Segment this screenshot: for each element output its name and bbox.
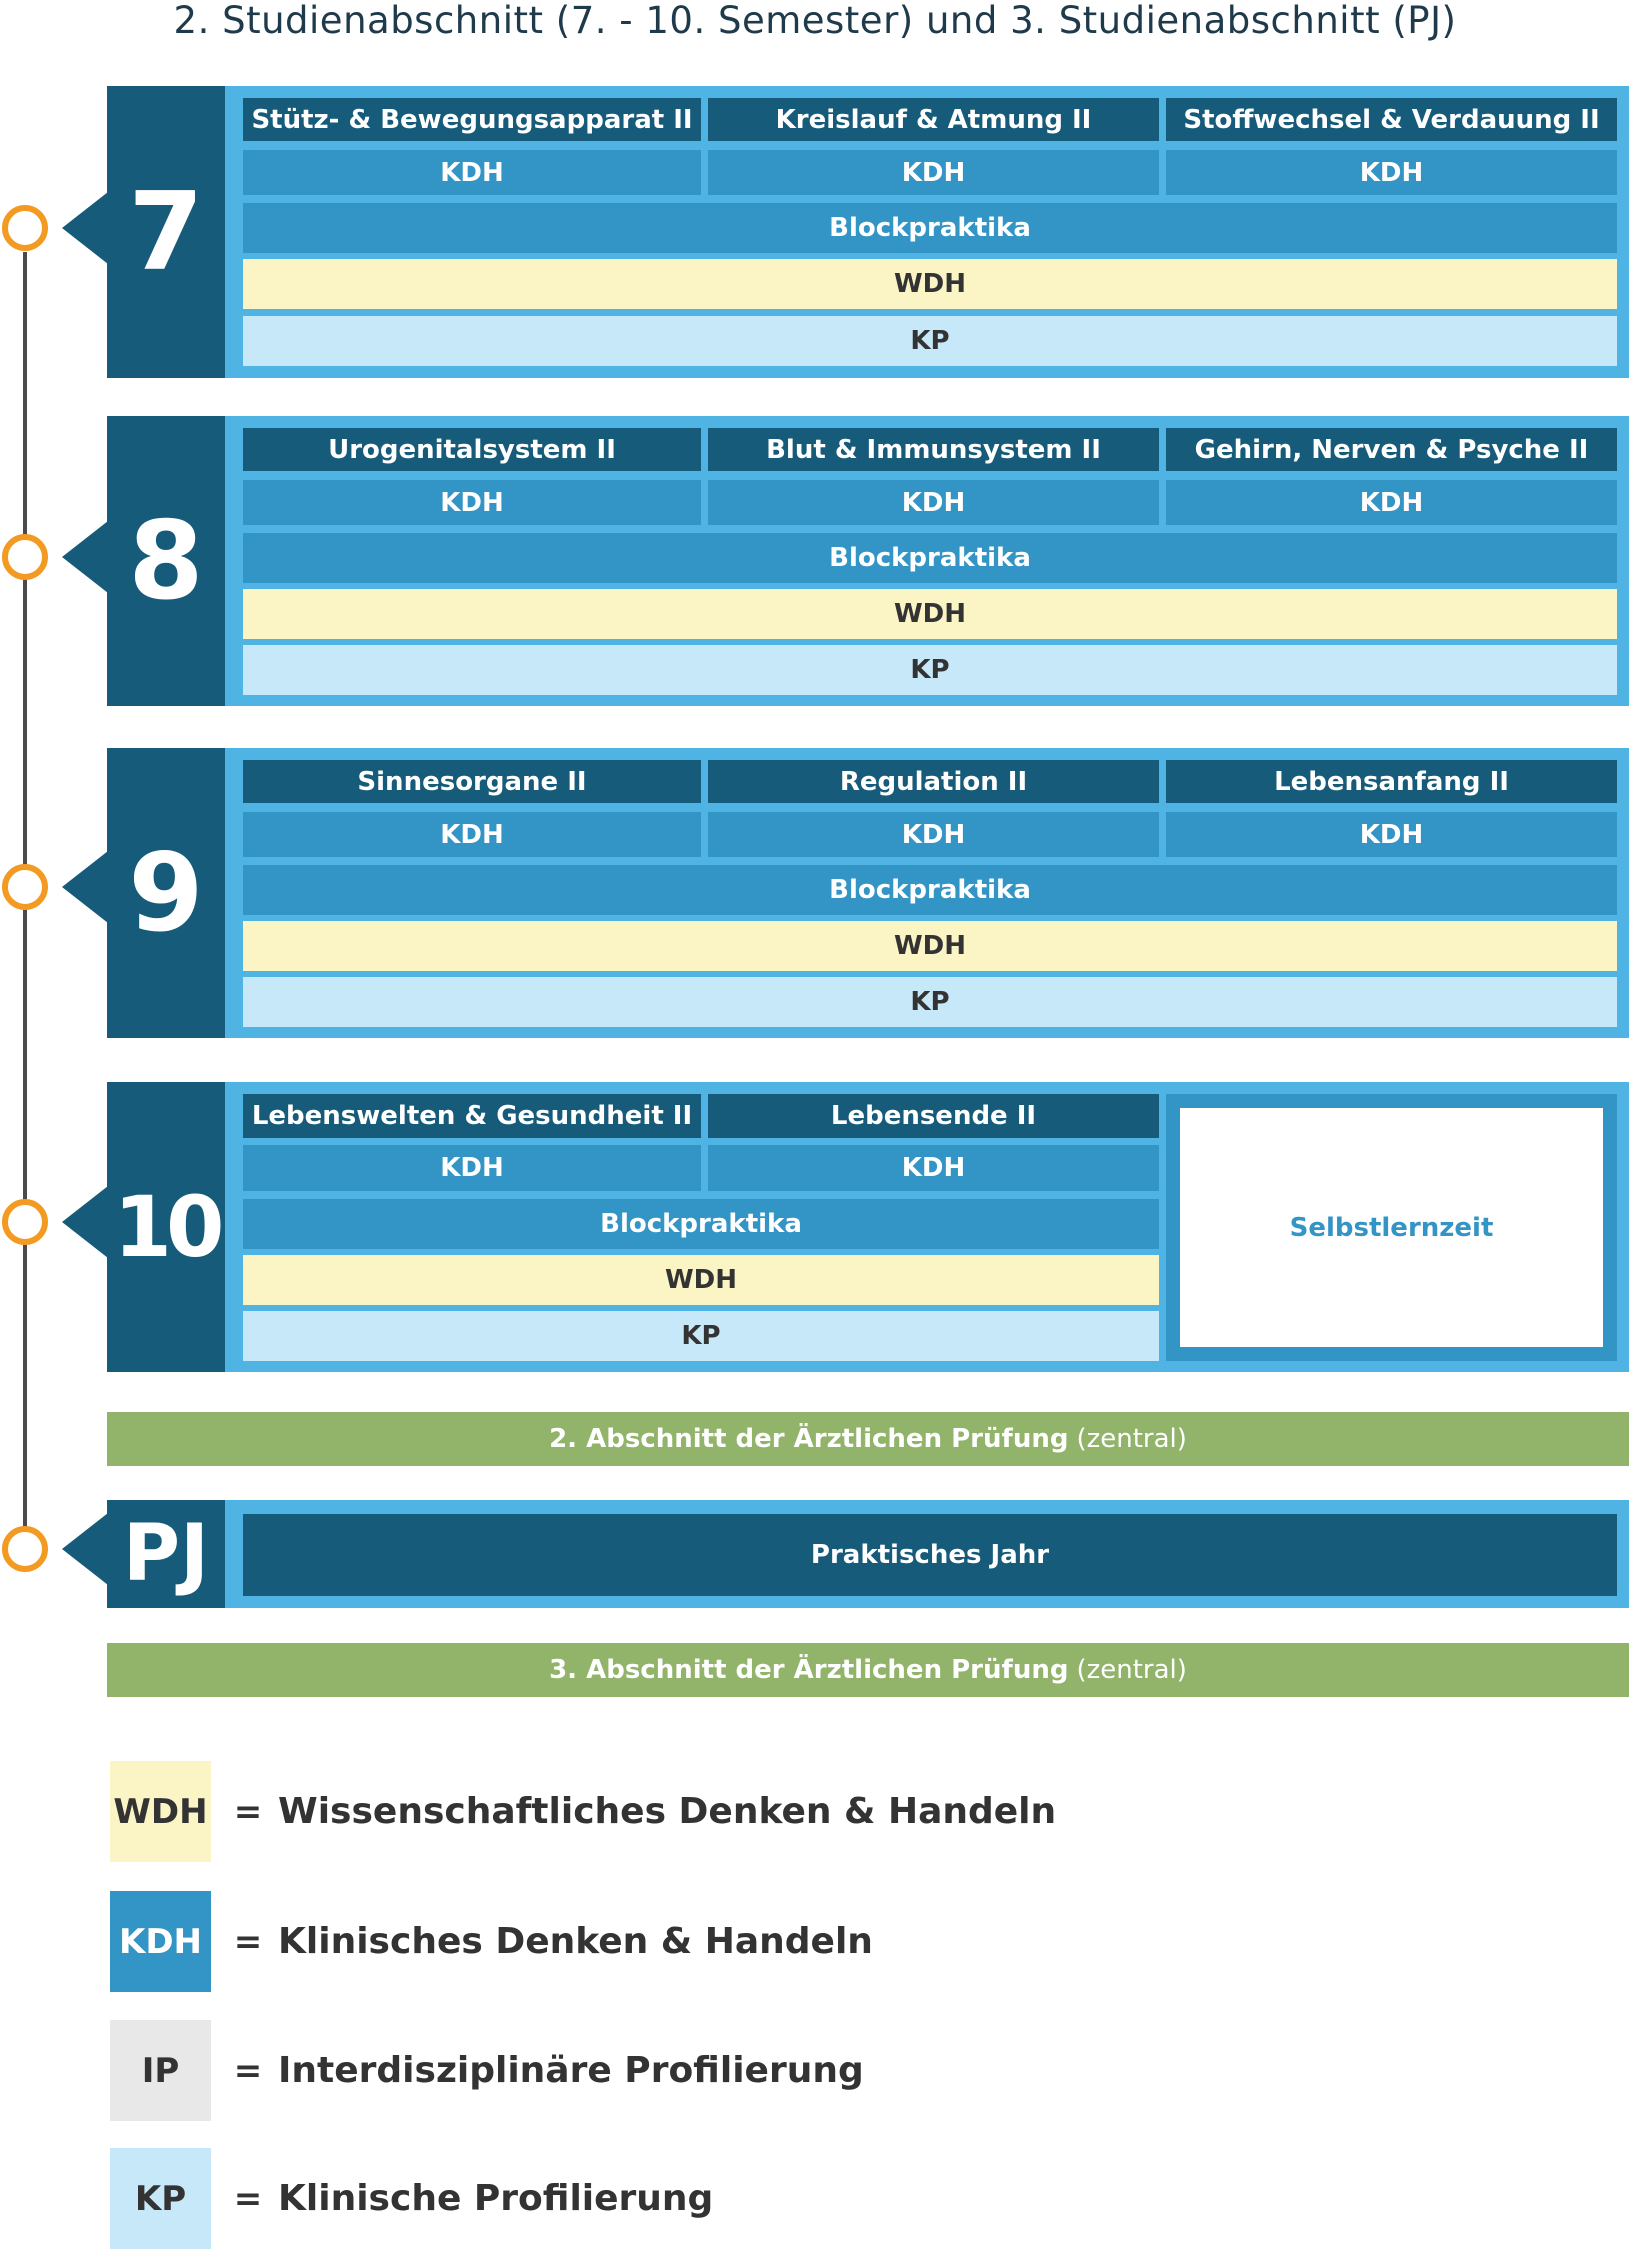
kp-cell: KP <box>243 645 1617 695</box>
wdh-cell: WDH <box>243 921 1617 971</box>
pj-cell: Praktisches Jahr <box>243 1514 1617 1596</box>
kp-cell: KP <box>243 1311 1159 1361</box>
semester-7-number: 7 <box>107 86 225 378</box>
module-cell: Stoffwechsel & Verdauung II <box>1166 98 1617 141</box>
legend-kdh-text: Klinisches Denken & Handeln <box>278 1921 873 1962</box>
legend-ip-swatch: IP <box>110 2020 211 2121</box>
semester-8-pointer <box>62 521 108 593</box>
kdh-cell: KDH <box>1166 480 1617 525</box>
semester-10-number: 10 <box>107 1082 225 1372</box>
kdh-cell: KDH <box>243 150 701 195</box>
pj-pointer <box>62 1513 108 1585</box>
page-title: 2. Studienabschnitt (7. - 10. Semester) … <box>173 0 1457 42</box>
exam-3-label: 3. Abschnitt der Ärztlichen Prüfung <box>549 1655 1069 1685</box>
timeline-node-9 <box>2 864 48 910</box>
legend-wdh-equals: = <box>233 1791 263 1832</box>
blockpraktika-cell: Blockpraktika <box>243 1199 1159 1249</box>
legend-ip-equals: = <box>233 2050 263 2091</box>
timeline-node-pj <box>2 1526 48 1572</box>
blockpraktika-cell: Blockpraktika <box>243 533 1617 583</box>
blockpraktika-cell: Blockpraktika <box>243 203 1617 253</box>
exam-3-bar: 3. Abschnitt der Ärztlichen Prüfung (zen… <box>107 1643 1629 1697</box>
kdh-cell: KDH <box>243 480 701 525</box>
kp-cell: KP <box>243 977 1617 1027</box>
blockpraktika-cell: Blockpraktika <box>243 865 1617 915</box>
kdh-cell: KDH <box>708 1145 1159 1191</box>
kdh-cell: KDH <box>708 480 1159 525</box>
legend-kp-text: Klinische Profilierung <box>278 2178 714 2219</box>
module-cell: Regulation II <box>708 760 1159 803</box>
timeline-node-8 <box>2 534 48 580</box>
pj-number: PJ <box>107 1500 225 1608</box>
timeline-node-10 <box>2 1199 48 1245</box>
exam-3-note: (zentral) <box>1076 1655 1187 1685</box>
timeline-node-7 <box>2 205 48 251</box>
kdh-cell: KDH <box>1166 812 1617 857</box>
wdh-cell: WDH <box>243 589 1617 639</box>
semester-8-number: 8 <box>107 416 225 706</box>
wdh-cell: WDH <box>243 1255 1159 1305</box>
module-cell: Urogenitalsystem II <box>243 428 701 471</box>
kdh-cell: KDH <box>243 1145 701 1191</box>
legend-kdh-swatch: KDH <box>110 1891 211 1992</box>
kdh-cell: KDH <box>708 812 1159 857</box>
legend-ip-text: Interdisziplinäre Profilierung <box>278 2050 864 2091</box>
semester-9-number: 9 <box>107 748 225 1038</box>
wdh-cell: WDH <box>243 259 1617 309</box>
selbstlernzeit-cell: Selbstlernzeit <box>1180 1108 1603 1347</box>
kp-cell: KP <box>243 316 1617 366</box>
semester-7-pointer <box>62 192 108 264</box>
legend-kdh-equals: = <box>233 1921 263 1962</box>
legend-wdh-swatch: WDH <box>110 1761 211 1862</box>
module-cell: Sinnesorgane II <box>243 760 701 803</box>
module-cell: Lebensanfang II <box>1166 760 1617 803</box>
module-cell: Kreislauf & Atmung II <box>708 98 1159 141</box>
exam-2-bar: 2. Abschnitt der Ärztlichen Prüfung (zen… <box>107 1412 1629 1466</box>
module-cell: Lebensende II <box>708 1094 1159 1138</box>
kdh-cell: KDH <box>1166 150 1617 195</box>
module-cell: Blut & Immunsystem II <box>708 428 1159 471</box>
legend-kp-equals: = <box>233 2178 263 2219</box>
kdh-cell: KDH <box>708 150 1159 195</box>
exam-2-label: 2. Abschnitt der Ärztlichen Prüfung <box>549 1424 1069 1454</box>
legend-wdh-text: Wissenschaftliches Denken & Handeln <box>278 1791 1057 1832</box>
module-cell: Gehirn, Nerven & Psyche II <box>1166 428 1617 471</box>
module-cell: Lebenswelten & Gesundheit II <box>243 1094 701 1138</box>
semester-10-pointer <box>62 1186 108 1258</box>
module-cell: Stütz- & Bewegungsapparat II <box>243 98 701 141</box>
semester-9-pointer <box>62 851 108 923</box>
kdh-cell: KDH <box>243 812 701 857</box>
exam-2-note: (zentral) <box>1076 1424 1187 1454</box>
legend-kp-swatch: KP <box>110 2148 211 2249</box>
